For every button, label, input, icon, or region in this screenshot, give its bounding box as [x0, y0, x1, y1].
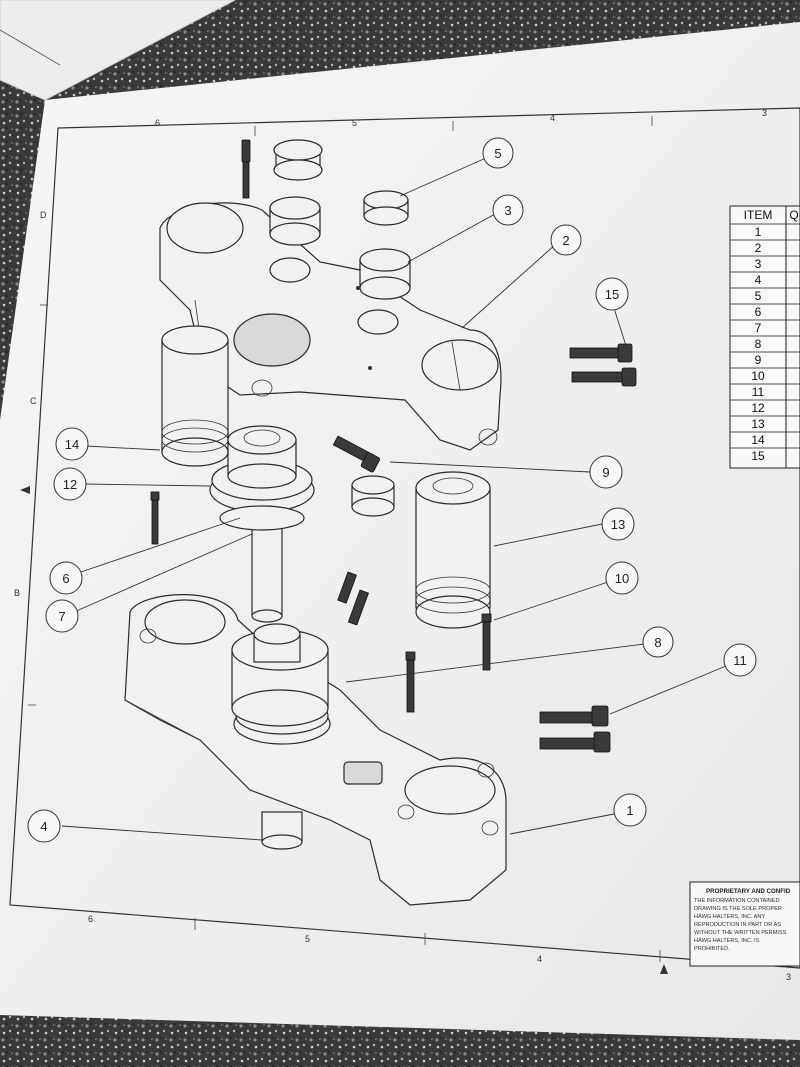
bom-item-number: 7: [755, 321, 762, 335]
bom-item-number: 8: [755, 337, 762, 351]
svg-text:12: 12: [63, 477, 77, 492]
stem-nut-bearing-12: [209, 425, 315, 513]
bushing-upper-left: [273, 139, 323, 181]
bushing-3: [359, 248, 411, 300]
zone-number-bottom: 4: [537, 954, 542, 964]
fork-tube-slider-13: [415, 471, 491, 629]
callout-15: 15: [595, 277, 629, 311]
callout-9: 9: [589, 455, 623, 489]
bolt-9: [332, 435, 381, 473]
callout-12: 12: [53, 467, 87, 501]
bom-item-number: 12: [751, 401, 765, 415]
callout-13: 13: [601, 507, 635, 541]
stem-bottom-4: [261, 811, 303, 850]
callout-5: 5: [482, 137, 514, 169]
section-arrow-left: [20, 486, 30, 494]
bom-item-number: 9: [755, 353, 762, 367]
svg-text:6: 6: [62, 571, 69, 586]
svg-text:15: 15: [605, 287, 619, 302]
bom-item-number: 4: [755, 273, 762, 287]
callout-7: 7: [45, 599, 79, 633]
callout-1: 1: [613, 793, 647, 827]
bom-item-number: 10: [751, 369, 765, 383]
zone-letter-left: D: [40, 210, 47, 220]
bom-item-number: 15: [751, 449, 765, 463]
zone-number-bottom: 3: [786, 972, 791, 982]
svg-text:3: 3: [504, 203, 511, 218]
steering-stem-7: [219, 505, 305, 623]
notice-line: HAWG HALTERS, INC. IS: [694, 938, 760, 944]
bom-item-number: 1: [755, 225, 762, 239]
zone-number-top: 6: [155, 118, 160, 128]
zone-number-bottom: 5: [305, 934, 310, 944]
bushing-mid: [351, 475, 395, 517]
svg-text:9: 9: [602, 465, 609, 480]
zone-number-bottom: 6: [88, 914, 93, 924]
drawing-border: [9, 107, 800, 969]
callout-11: 11: [723, 643, 757, 677]
svg-text:2: 2: [562, 233, 569, 248]
bom-item-number: 5: [755, 289, 762, 303]
zone-number-top: 3: [762, 108, 767, 118]
bushing-left-mid: [269, 196, 321, 246]
callout-6: 6: [49, 561, 83, 595]
zone-number-top: 5: [352, 118, 357, 128]
fork-tube-slider-14: [161, 325, 229, 467]
lower-bearing-8: [231, 623, 331, 745]
callout-balloons: 1 2 3 4 5 6 7 8 9 10 11 12 13 14 15: [27, 137, 757, 843]
svg-text:4: 4: [40, 819, 47, 834]
bom-item-number: 2: [755, 241, 762, 255]
bom-item-number: 14: [751, 433, 765, 447]
zone-letter-left: C: [30, 396, 37, 406]
bom-item-number: 6: [755, 305, 762, 319]
upper-clamp-bore-center: [233, 313, 311, 367]
callout-4: 4: [27, 809, 61, 843]
bolt-pair-mid: [337, 571, 369, 626]
notice-line: HAWG HALTERS, INC. ANY: [694, 914, 765, 920]
bolt-15-lower: [571, 367, 637, 387]
svg-text:14: 14: [65, 437, 79, 452]
zone-ticks: [28, 116, 661, 962]
svg-text:1: 1: [626, 803, 633, 818]
svg-text:11: 11: [733, 653, 747, 668]
notice-line: THE INFORMATION CONTAINED: [694, 898, 780, 904]
callout-10: 10: [605, 561, 639, 595]
zone-letter-left: B: [14, 588, 20, 598]
bolt-small-left: [150, 491, 160, 545]
bolt-11-lower: [539, 731, 611, 753]
proprietary-notice-block: PROPRIETARY AND CONFID THE INFORMATION C…: [689, 881, 800, 967]
notice-line: REPRODUCTION IN PART OR AS: [694, 922, 781, 928]
bom-header-item: ITEM: [744, 208, 773, 222]
svg-text:13: 13: [611, 517, 625, 532]
bom-item-number: 13: [751, 417, 765, 431]
bolt-small-center: [405, 651, 416, 713]
bom-header-qty: Q: [789, 208, 798, 222]
svg-text:10: 10: [615, 571, 629, 586]
upper-clamp-bore-right: [421, 339, 499, 391]
section-arrow-bottom: [660, 964, 668, 974]
zone-number-top: 4: [550, 113, 555, 123]
svg-text:7: 7: [58, 609, 65, 624]
upper-clamp-bore-left: [166, 202, 244, 254]
notice-line: DRAWING IS THE SOLE PROPER: [694, 906, 782, 912]
lower-triple-clamp: [124, 594, 507, 906]
callout-14: 14: [55, 427, 89, 461]
notice-line: WITHOUT THE WRITTEN PERMISS: [694, 930, 787, 936]
bolt-11-upper: [539, 705, 609, 727]
notice-title: PROPRIETARY AND CONFID: [706, 888, 791, 895]
bushing-5: [363, 190, 409, 226]
bolt-10: [481, 613, 492, 671]
bom-item-number: 3: [755, 257, 762, 271]
svg-text:5: 5: [494, 146, 501, 161]
callout-8: 8: [642, 626, 674, 658]
bom-item-number: 11: [752, 385, 765, 399]
callout-2: 2: [550, 224, 582, 256]
svg-text:8: 8: [654, 635, 661, 650]
notice-line: PROHIBITED.: [694, 946, 730, 952]
bolt-top: [241, 139, 251, 199]
callout-3: 3: [492, 194, 524, 226]
leader-lines: [61, 157, 727, 841]
